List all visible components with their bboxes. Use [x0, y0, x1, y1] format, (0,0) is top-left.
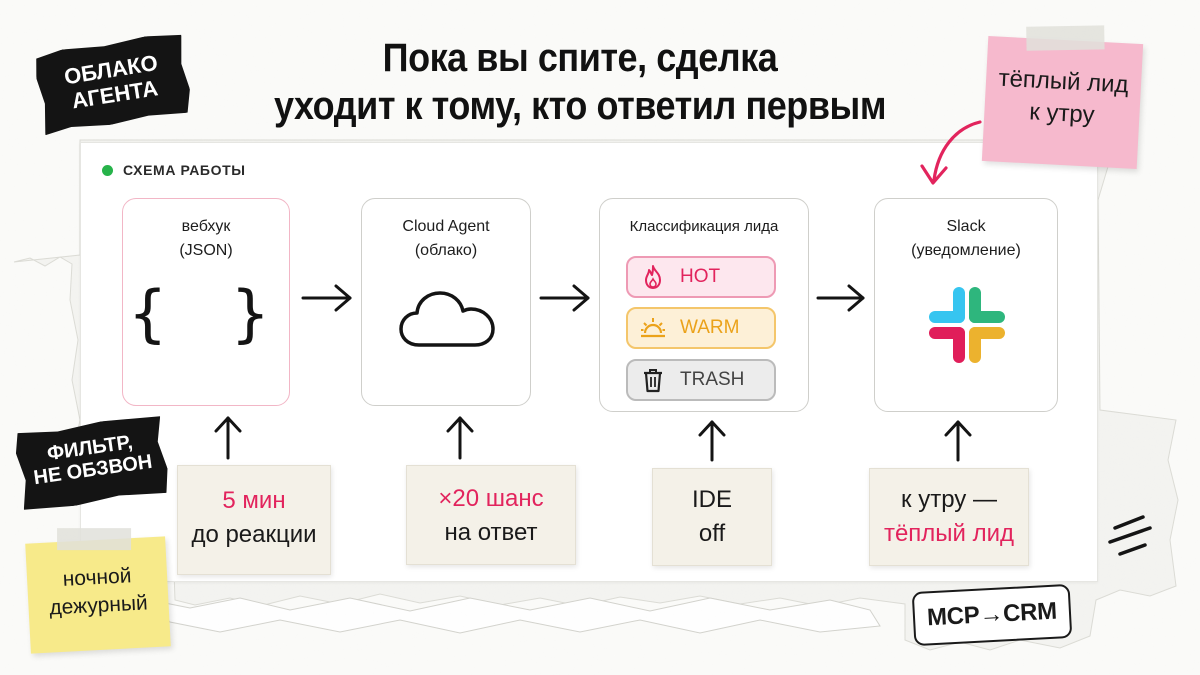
- note-text: IDE: [691, 486, 732, 513]
- braces-icon: { }: [129, 277, 283, 350]
- cloud-icon: [399, 291, 495, 347]
- slack-card-subtitle: (уведомление): [911, 242, 1021, 259]
- warm-lead-pill: WARM: [626, 307, 776, 349]
- classification-card-title: Классификация лида: [629, 218, 779, 235]
- note-highlight: 5 мин: [222, 487, 286, 514]
- webhook-card-title: вебхук: [181, 218, 231, 235]
- slack-card-title: Slack: [946, 218, 986, 235]
- webhook-card-subtitle: (JSON): [179, 242, 233, 259]
- warm-pill-label: WARM: [680, 317, 740, 338]
- cloud-agent-card-subtitle: (облако): [414, 242, 478, 259]
- slack-card: Slack (уведомление): [874, 198, 1058, 412]
- lead-classification-card: Классификация лида HOT WARM TRASH: [599, 198, 809, 412]
- note-text: off: [698, 520, 726, 547]
- answer-chance-note: ×20 шанс на ответ: [406, 465, 576, 565]
- note-text: до реакции: [191, 521, 317, 548]
- note-highlight: тёплый лид: [883, 520, 1015, 547]
- scheme-label: СХЕМА РАБОТЫ: [123, 162, 246, 178]
- page-title: Пока вы спите, сделка уходит к тому, кто…: [229, 34, 931, 130]
- title-line-1: Пока вы спите, сделка: [382, 36, 778, 80]
- yellow-sticky-note: ночной дежурный: [25, 528, 171, 654]
- trash-lead-pill: TRASH: [626, 359, 776, 401]
- pink-sticky-note: тёплый лид к утру: [981, 25, 1144, 169]
- slack-logo-icon: [929, 287, 1005, 363]
- reaction-time-note: 5 мин до реакции: [177, 465, 331, 575]
- trash-pill-label: TRASH: [680, 369, 745, 390]
- tape-strip: [57, 528, 132, 551]
- hot-pill-label: HOT: [680, 266, 721, 287]
- note-text: на ответ: [444, 519, 538, 546]
- sunrise-icon: [641, 318, 665, 338]
- status-dot-icon: [102, 165, 113, 176]
- note-text: к утру —: [901, 486, 997, 513]
- cloud-agent-card: Cloud Agent (облако): [361, 198, 531, 406]
- warm-lead-morning-note: к утру — тёплый лид: [869, 468, 1029, 566]
- title-line-2: уходит к тому, кто ответил первым: [273, 84, 887, 128]
- trash-icon: [644, 369, 662, 393]
- mcp-crm-badge: MCP→CRM: [911, 583, 1073, 647]
- flame-icon: [645, 265, 661, 289]
- hot-lead-pill: HOT: [626, 256, 776, 298]
- sticky-line: дежурный: [48, 591, 149, 620]
- note-highlight: ×20 шанс: [438, 485, 544, 512]
- webhook-card: вебхук (JSON) { }: [122, 198, 290, 406]
- ide-off-note: IDE off: [652, 468, 772, 566]
- tape-strip: [1026, 25, 1105, 51]
- cloud-agent-card-title: Cloud Agent: [402, 218, 490, 235]
